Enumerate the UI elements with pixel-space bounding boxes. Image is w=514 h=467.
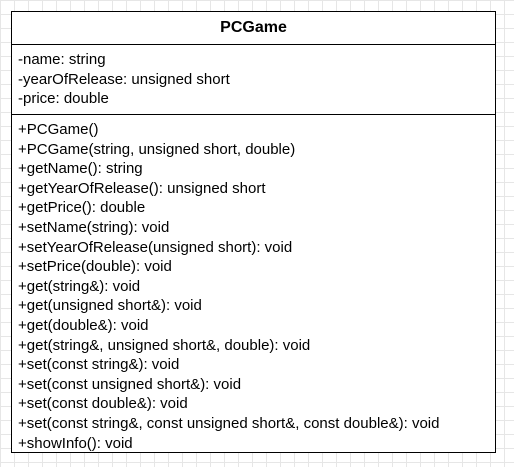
uml-class-box[interactable]: PCGame -name: string -yearOfRelease: uns… <box>11 11 496 453</box>
operation-get-double: +get(double&): void <box>18 316 149 334</box>
attribute-year-of-release: -yearOfRelease: unsigned short <box>18 70 230 88</box>
operation-constructor-params: +PCGame(string, unsigned short, double) <box>18 140 296 158</box>
class-name: PCGame <box>12 12 495 45</box>
attribute-name: -name: string <box>18 51 106 68</box>
attribute-price: -price: double <box>18 90 109 108</box>
operation-get-year-of-release: +getYearOfRelease(): unsigned short <box>18 179 266 197</box>
operations-section: +PCGame() +PCGame(string, unsigned short… <box>12 115 495 453</box>
operation-set-year-of-release: +setYearOfRelease(unsigned short): void <box>18 238 293 256</box>
attributes-section: -name: string -yearOfRelease: unsigned s… <box>12 45 495 115</box>
operation-set-all: +set(const string&, const unsigned short… <box>18 414 440 432</box>
operation-get-name: +getName(): string <box>18 160 143 178</box>
operation-get-unsigned-short: +get(unsigned short&): void <box>18 297 202 315</box>
operation-get-price: +getPrice(): double <box>18 199 146 217</box>
operation-set-string: +set(const string&): void <box>18 356 180 374</box>
operation-constructor-default: +PCGame() <box>18 121 99 138</box>
operation-set-name: +setName(string): void <box>18 218 170 236</box>
operation-set-price: +setPrice(double): void <box>18 258 172 276</box>
operation-show-info: +showInfo(): void <box>18 434 133 452</box>
operation-set-unsigned-short: +set(const unsigned short&): void <box>18 375 242 393</box>
operation-get-string: +get(string&): void <box>18 277 141 295</box>
operation-get-all: +get(string&, unsigned short&, double): … <box>18 336 311 354</box>
operation-set-double: +set(const double&): void <box>18 395 188 413</box>
